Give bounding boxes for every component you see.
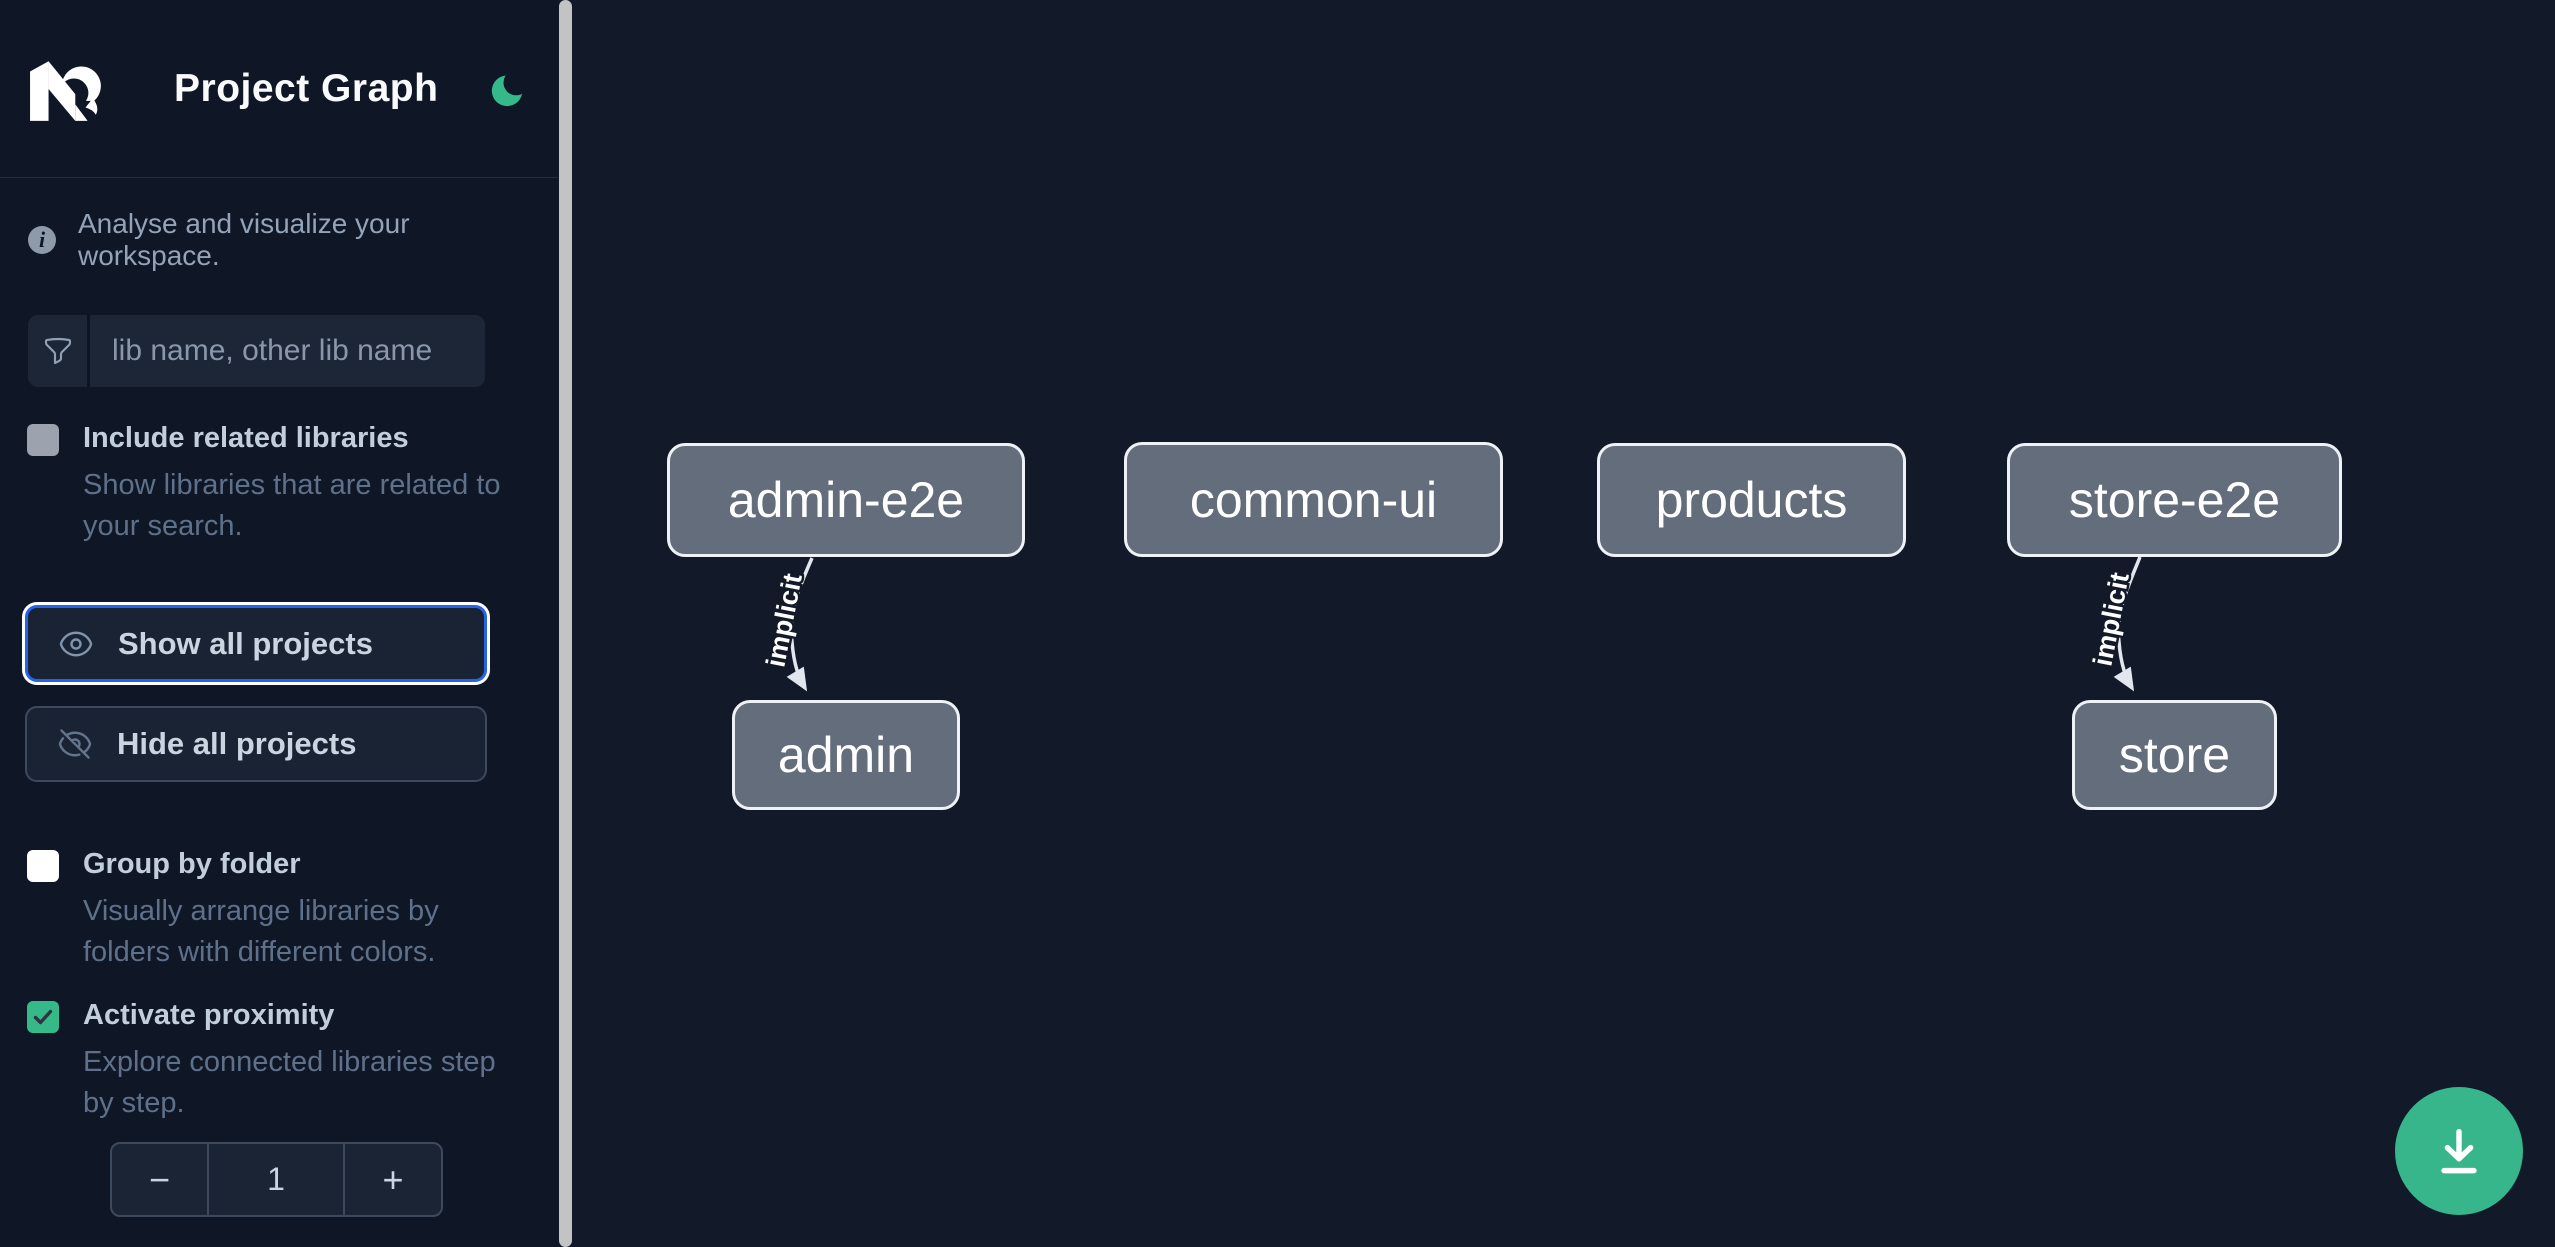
toggle-include-related-libraries: Include related libraries Show libraries… xyxy=(27,422,527,547)
project-node-admin[interactable]: admin xyxy=(732,700,960,810)
checkbox-group-by-folder[interactable] xyxy=(27,850,59,882)
toggle-label: Group by folder xyxy=(83,848,301,880)
tagline-text: Analyse and visualize your workspace. xyxy=(78,208,410,271)
eye-icon xyxy=(59,631,93,656)
check-icon xyxy=(33,1009,53,1025)
sidebar-header: Project Graph xyxy=(0,0,558,178)
download-graph-button[interactable] xyxy=(2395,1087,2523,1215)
nx-logo xyxy=(30,60,101,121)
checkbox-include-related-libraries[interactable] xyxy=(27,424,59,456)
project-node-admin-e2e[interactable]: admin-e2e xyxy=(667,443,1025,557)
sidebar-scrollbar xyxy=(558,0,573,1247)
sidebar-scrollbar-thumb[interactable] xyxy=(559,0,572,1247)
toggle-description: Show libraries that are related to your … xyxy=(83,469,501,542)
toggle-label: Activate proximity xyxy=(83,999,335,1031)
download-icon xyxy=(2441,1128,2477,1174)
hide-all-projects-label: Hide all projects xyxy=(117,726,357,761)
increment-button[interactable]: + xyxy=(343,1144,441,1215)
toggle-activate-proximity: Activate proximity Explore connected lib… xyxy=(27,999,527,1124)
proximity-depth-stepper: − 1 + xyxy=(110,1142,443,1217)
toggle-group-by-folder: Group by folder Visually arrange librari… xyxy=(27,848,527,973)
graph-canvas[interactable] xyxy=(573,0,2555,1247)
show-all-projects-label: Show all projects xyxy=(118,625,373,661)
funnel-icon xyxy=(28,315,90,387)
project-node-store[interactable]: store xyxy=(2072,700,2277,810)
project-node-common-ui[interactable]: common-ui xyxy=(1124,442,1503,557)
project-node-store-e2e[interactable]: store-e2e xyxy=(2007,443,2342,557)
show-all-projects-button[interactable]: Show all projects xyxy=(25,605,487,682)
toggle-description: Visually arrange libraries by folders wi… xyxy=(83,895,439,968)
decrement-button[interactable]: − xyxy=(112,1144,209,1215)
page-title: Project Graph xyxy=(174,66,439,110)
project-node-products[interactable]: products xyxy=(1597,443,1906,557)
eye-slash-icon xyxy=(58,729,92,759)
toggle-description: Explore connected libraries step by step… xyxy=(83,1046,496,1119)
checkbox-activate-proximity[interactable] xyxy=(27,1001,59,1033)
proximity-depth-value: 1 xyxy=(267,1161,285,1197)
tagline-row: i Analyse and visualize your workspace. xyxy=(0,178,558,272)
filter-input[interactable] xyxy=(90,315,485,387)
theme-toggle-button[interactable] xyxy=(486,67,530,111)
filter-box xyxy=(28,315,485,387)
hide-all-projects-button[interactable]: Hide all projects xyxy=(25,706,487,782)
moon-icon xyxy=(491,75,523,106)
info-icon: i xyxy=(28,226,56,254)
toggle-label: Include related libraries xyxy=(83,422,409,454)
sidebar: Project Graph i Analyse and visualize yo… xyxy=(0,0,558,1247)
